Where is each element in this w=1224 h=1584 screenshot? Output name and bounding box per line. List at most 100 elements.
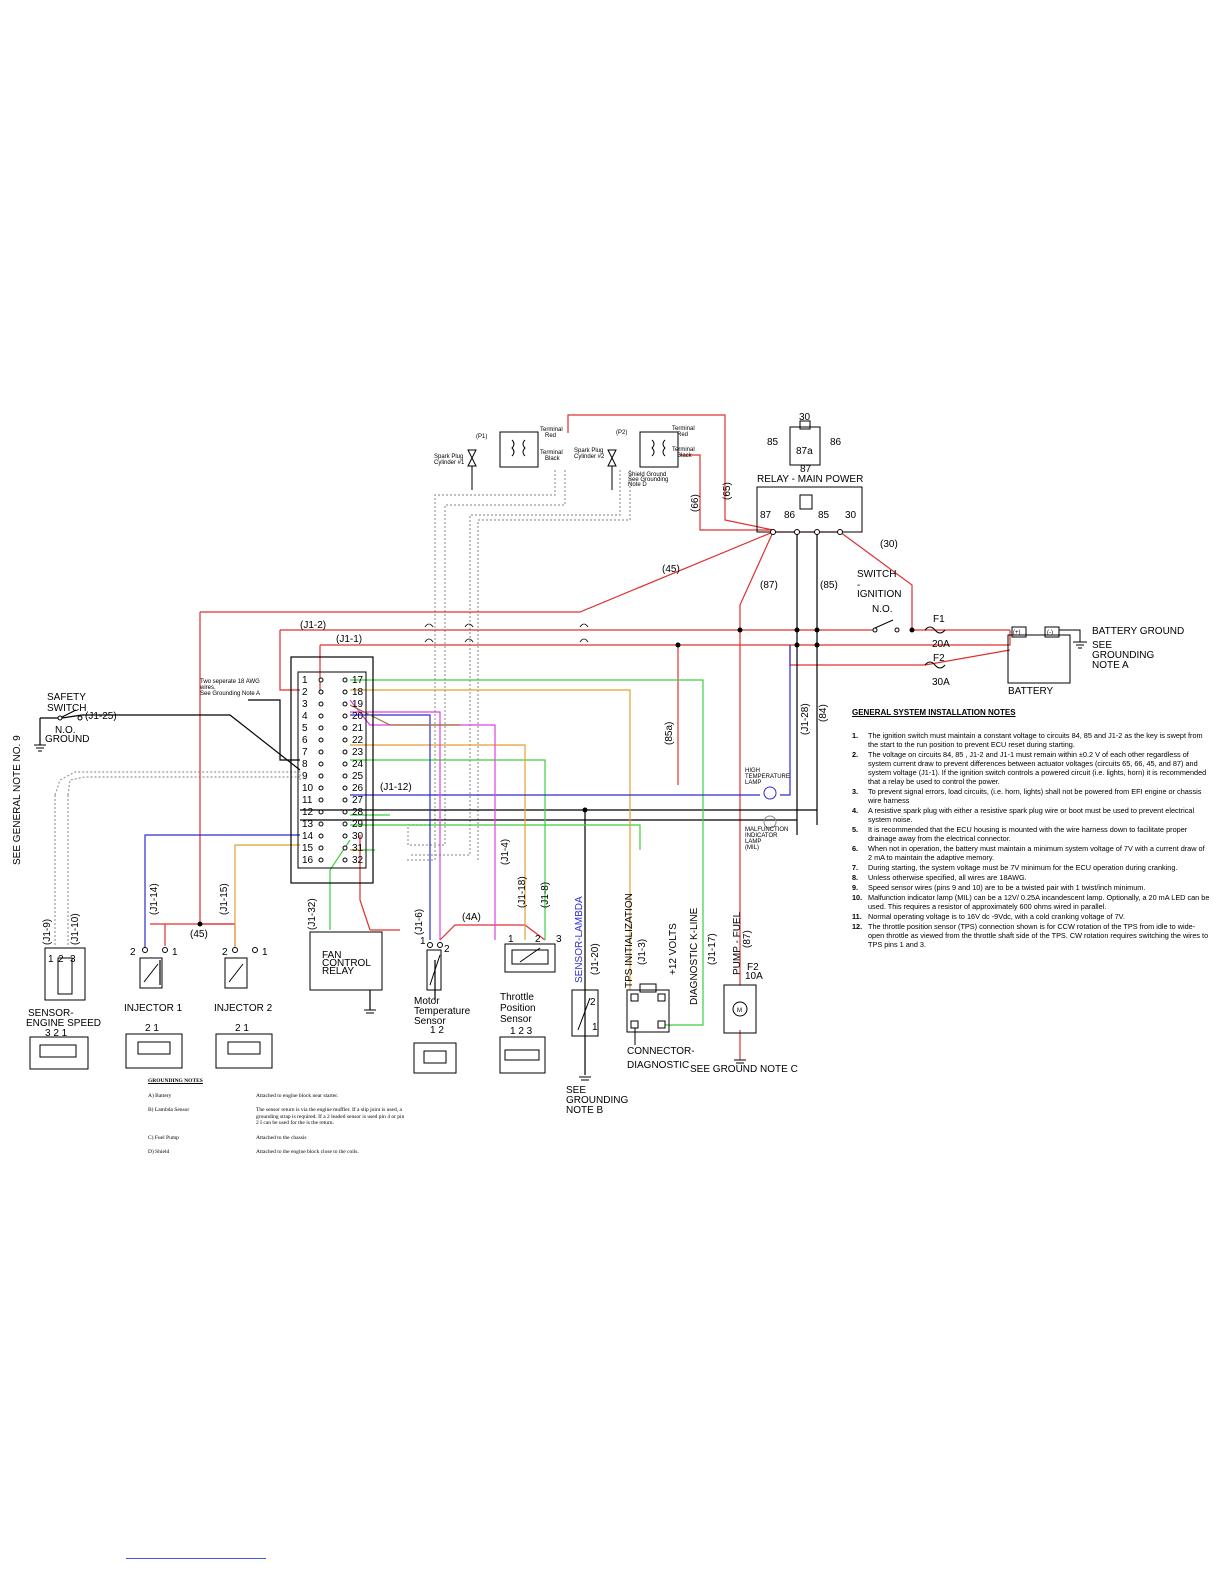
diagram-label: (P1)	[476, 434, 487, 440]
main-power-relay: 87 86 85 30 RELAY - MAIN POWER 30 85 86 …	[756, 412, 863, 535]
general-note-number: 6.	[852, 844, 859, 853]
grounding-note-value: The sensor return is via the engine muff…	[256, 1107, 405, 1126]
ecu-pin-socket-13	[318, 821, 324, 827]
diagram-label: Black	[677, 453, 693, 459]
diagram-label: DIAGNOSTIC	[627, 1060, 689, 1071]
diagram-label: See Grounding	[628, 477, 668, 483]
ecu-pin-13: 13	[302, 819, 314, 830]
ecu-pin-26: 26	[352, 783, 364, 794]
footer-line	[126, 1558, 266, 1559]
diagram-label: (65)	[722, 482, 733, 500]
grounding-note-value: Attached to the engine block close to th…	[256, 1149, 359, 1155]
diagram-label: 3	[556, 934, 562, 945]
diagram-label: Sensor	[414, 1016, 446, 1027]
diagram-label: Shield Ground	[628, 472, 666, 478]
ecu-pin-28: 28	[352, 807, 364, 818]
general-note-text: It is recommended that the ECU housing i…	[868, 825, 1188, 843]
diagram-label: Cylinder #1	[434, 460, 465, 466]
diagram-label: F1	[933, 614, 945, 625]
ecu-pin-socket-25	[342, 773, 348, 779]
ecu-pin-23: 23	[352, 747, 364, 758]
ecu-pin-20: 20	[352, 711, 364, 722]
diagram-label: 2 1	[145, 1023, 159, 1034]
diagram-label: MALFUNCTION	[745, 827, 788, 833]
diagram-label: Motor	[414, 996, 440, 1007]
diagram-label: (85)	[820, 580, 838, 591]
diagram-label: INJECTOR 2	[214, 1003, 273, 1014]
relay-symbol-86: 86	[830, 437, 842, 448]
general-note-text: When not in operation, the battery must …	[868, 844, 1205, 862]
ecu-pin-19: 19	[352, 699, 364, 710]
diagram-label: Sensor	[500, 1014, 532, 1025]
diagram-label: (J1-6)	[414, 909, 425, 935]
general-note-item: 11.Normal operating voltage is to 16V dc…	[852, 912, 1210, 921]
motor-temperature-sensor: 12 Motor Temperature Sensor 1 2	[413, 936, 471, 1074]
ecu-pin-socket-4	[318, 713, 324, 719]
diagram-label: Terminal	[540, 450, 563, 456]
general-note-item: 7.During starting, the system voltage mu…	[852, 863, 1210, 872]
ecu-pin-socket-7	[318, 749, 324, 755]
diagram-label: (J1-17)	[707, 933, 718, 965]
general-note-number: 1.	[852, 731, 859, 740]
general-notes-title: GENERAL SYSTEM INSTALLATION NOTES	[852, 708, 1016, 717]
ecu-pin-socket-17	[342, 677, 348, 683]
diagram-label: F2	[933, 653, 945, 664]
general-note-text: A resistive spark plug with either a res…	[868, 806, 1195, 824]
ecu-pin-27: 27	[352, 795, 364, 806]
diagram-label: (J1-10)	[70, 913, 81, 945]
ecu-pin-socket-2	[318, 689, 324, 695]
general-note-number: 11.	[852, 912, 862, 921]
diagram-label: N.O.	[872, 604, 893, 615]
general-note-number: 7.	[852, 863, 859, 872]
general-note-item: 3.To prevent signal errors, load circuit…	[852, 787, 1210, 805]
ecu-pin-socket-29	[342, 821, 348, 827]
diagram-label: N.O.	[55, 725, 76, 736]
diagram-label: FAN	[322, 950, 341, 961]
fan-control-relay: FAN CONTROL RELAY	[309, 931, 383, 1014]
grounding-note-key: D) Shield	[148, 1149, 170, 1155]
diagram-label: LAMP	[745, 839, 761, 845]
ecu-pin-socket-27	[342, 797, 348, 803]
general-note-number: 9.	[852, 883, 859, 892]
ecu-pin-socket-24	[342, 761, 348, 767]
ecu-pin-socket-26	[342, 785, 348, 791]
diagram-label: CONNECTOR-	[627, 1046, 695, 1057]
green-wires	[329, 679, 704, 1026]
blue-wires	[144, 645, 791, 948]
general-note-item: 12.The throttle position sensor (TPS) co…	[852, 922, 1210, 949]
ecu-pin-socket-20	[342, 713, 348, 719]
diagram-label: (30)	[880, 539, 898, 550]
diagram-label: GROUNDING	[1092, 650, 1154, 661]
ecu-pin-9: 9	[302, 771, 308, 782]
general-note-item: 1.The ignition switch must maintain a co…	[852, 731, 1210, 749]
diagram-label: (J1-4)	[500, 839, 511, 865]
diagram-label: SEE	[1092, 640, 1112, 651]
diagram-label: (87)	[760, 580, 778, 591]
battery: (+) (-) BATTERY BATTERY GROUND SEE GROUN…	[1007, 626, 1184, 697]
diagram-label: Terminal	[672, 447, 695, 453]
relay-terminal-30: 30	[845, 510, 857, 521]
diagram-label: Note D	[628, 482, 647, 488]
ecu-pin-8: 8	[302, 759, 308, 770]
diagram-label: (J1-20)	[590, 943, 601, 975]
diagram-label: 1	[508, 934, 514, 945]
diagram-label: 1	[592, 1022, 598, 1033]
relay-terminal-85: 85	[818, 510, 830, 521]
diagram-label: wires.	[199, 685, 216, 691]
ecu-pin-12: 12	[302, 807, 314, 818]
wire-crossing-marks	[424, 623, 589, 643]
diagram-label: 3	[70, 954, 76, 965]
ecu-pin-18: 18	[352, 687, 364, 698]
wire-labels: (J1-2) (J1-1) (J1-25) (J1-12) (J1-28) (J…	[42, 620, 811, 975]
general-note-number: 10.	[852, 893, 863, 902]
diagram-label: 20A	[932, 639, 950, 650]
relay-terminal-87: 87	[760, 510, 772, 521]
ecu-pin-socket-16	[318, 857, 324, 863]
